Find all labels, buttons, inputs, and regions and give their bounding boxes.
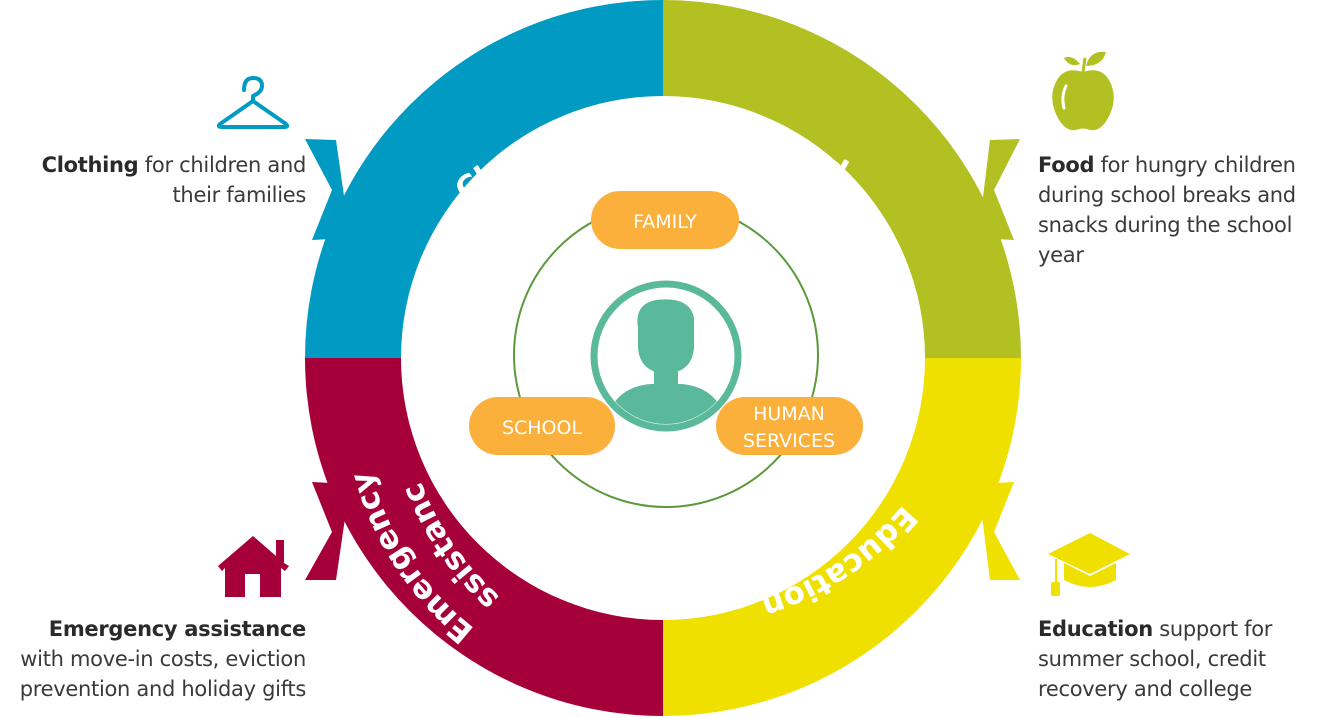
pill-family-label: FAMILY <box>633 211 697 233</box>
food-segment <box>663 0 1021 358</box>
education-description: Education support for summer school, cre… <box>1038 614 1323 704</box>
emergency-description-bold: Emergency assistance <box>48 617 307 641</box>
emergency-segment <box>305 358 663 716</box>
education-description-text: support for summer school, credit recove… <box>1038 617 1273 701</box>
segment-ring <box>305 0 1021 716</box>
education-description-bold: Education <box>1038 617 1153 641</box>
food-description-bold: Food <box>1038 153 1095 177</box>
food-description-text: for hungry children during school breaks… <box>1038 153 1296 267</box>
food-description: Food for hungry children during school b… <box>1038 150 1323 270</box>
pill-school: SCHOOL <box>469 397 615 455</box>
pill-human-services: HUMAN SERVICES <box>716 397 863 455</box>
person-icon <box>590 280 742 432</box>
hanger-icon <box>216 76 290 129</box>
pill-school-label: SCHOOL <box>502 417 583 439</box>
emergency-description-text: with move-in costs, eviction prevention … <box>19 647 307 701</box>
clothing-description-text: for children and their families <box>138 153 307 207</box>
clothing-description: Clothing for children and their families <box>6 150 307 210</box>
clothing-description-bold: Clothing <box>41 153 139 177</box>
clothing-segment <box>305 0 663 358</box>
house-icon <box>218 536 289 597</box>
education-segment <box>663 358 1021 716</box>
emergency-description: Emergency assistance with move-in costs, … <box>0 614 307 704</box>
pill-human-label-line1: HUMAN <box>753 403 825 425</box>
pill-family: FAMILY <box>591 191 739 249</box>
graduation-cap-icon <box>1048 533 1130 596</box>
pill-human-label-line2: SERVICES <box>743 430 835 452</box>
apple-icon <box>1052 51 1114 131</box>
